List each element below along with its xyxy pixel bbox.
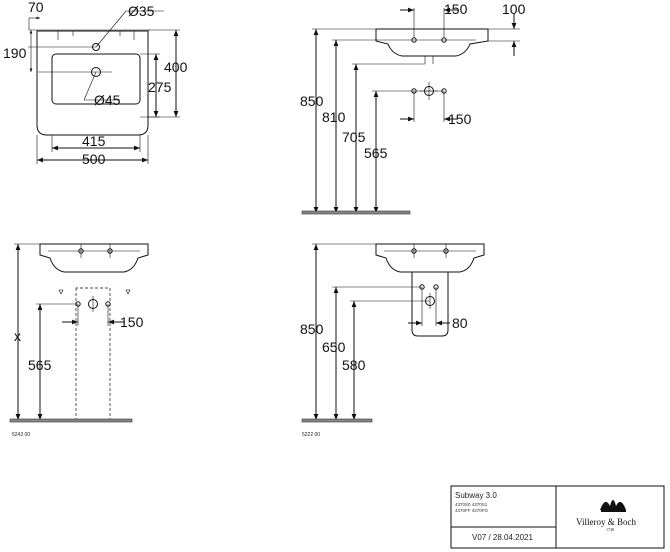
front-elevation-wall: 150 100 850 810 705 565 150 <box>300 1 526 215</box>
pedestal-code: 5243 00 <box>12 432 30 438</box>
dim-415: 415 <box>82 133 106 149</box>
dim-565-wall: 565 <box>364 145 388 161</box>
title-block: Subway 3.0 4370S0 4370S1 4370FF 4370FG V… <box>450 485 665 549</box>
dim-275: 275 <box>148 79 172 95</box>
dim-580: 580 <box>342 357 366 373</box>
dim-150-right: 150 <box>448 111 472 127</box>
villeroy-boch-crown-icon <box>600 500 626 512</box>
semi-pedestal-code: 5222 00 <box>302 432 320 438</box>
product-name: Subway 3.0 <box>455 491 497 500</box>
dim-850-wall: 850 <box>300 93 324 109</box>
plan-view: 70 190 Ø35 400 275 Ø45 415 500 <box>3 0 188 167</box>
brand-logo-text: Villeroy & Boch <box>576 517 636 527</box>
dim-150-top: 150 <box>444 1 468 17</box>
brand-logo-year: 1748 <box>606 527 614 532</box>
dim-565-pedestal: 565 <box>28 357 52 373</box>
dim-100: 100 <box>502 1 526 17</box>
dim-x: x <box>14 328 21 344</box>
dim-400: 400 <box>164 59 188 75</box>
dim-850-semi: 850 <box>300 321 324 337</box>
dim-diameter-45: Ø45 <box>94 92 121 108</box>
version-date: V07 / 28.04.2021 <box>472 533 533 542</box>
article-codes-1: 4370S0 4370S1 <box>455 502 488 507</box>
dim-500: 500 <box>82 151 106 167</box>
dim-810: 810 <box>322 109 346 125</box>
dim-70: 70 <box>28 0 44 15</box>
dim-190: 190 <box>3 45 27 61</box>
dim-705: 705 <box>342 129 366 145</box>
front-view-semi-pedestal: 850 650 580 80 5222 00 <box>300 243 485 438</box>
front-view-pedestal: x 565 150 5243 00 <box>9 243 149 438</box>
article-codes-2: 4370FF 4370FG <box>455 508 489 513</box>
dim-diameter-35: Ø35 <box>128 3 155 19</box>
dim-150-pedestal: 150 <box>120 314 144 330</box>
dim-650: 650 <box>322 339 346 355</box>
dim-80: 80 <box>452 315 468 331</box>
